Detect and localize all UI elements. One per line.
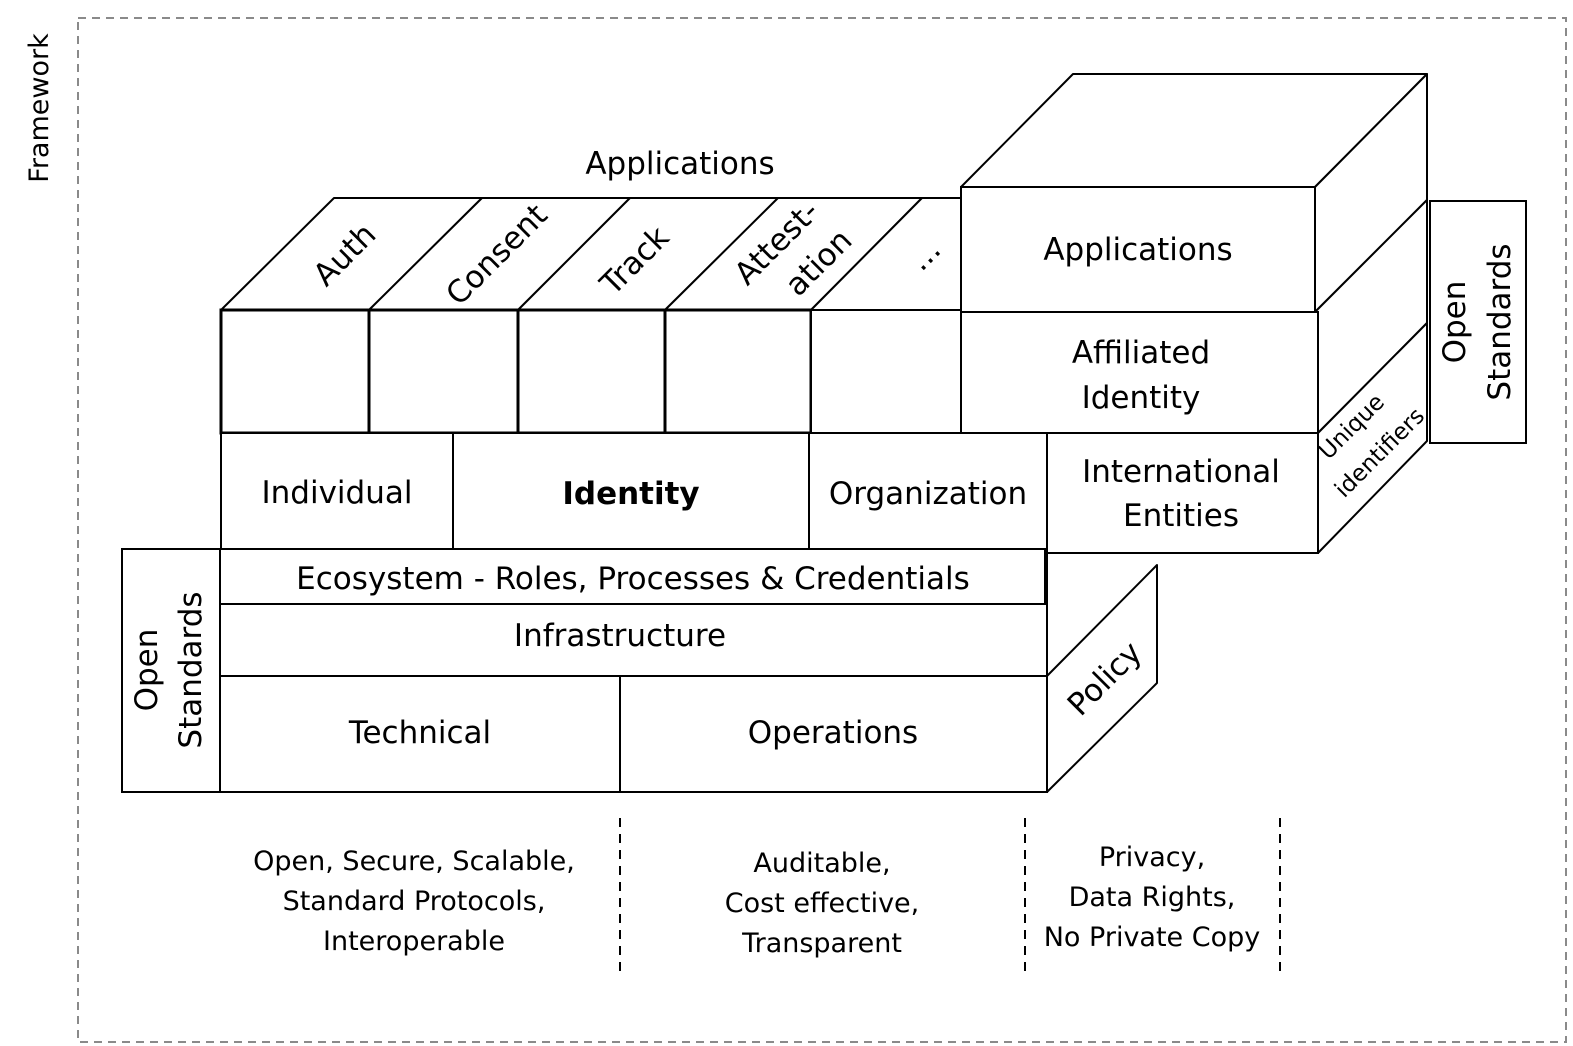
identity-row: Individual Identity Organization (220, 432, 1048, 550)
technical-caption-line2: Standard Protocols, (283, 886, 546, 917)
operations-caption-line3: Transparent (741, 928, 902, 959)
technical-caption-line3: Interoperable (323, 926, 505, 957)
right-open-standards-line2: Standards (1482, 243, 1518, 400)
identity-box (452, 432, 810, 550)
technical-box (219, 675, 621, 793)
infrastructure-label: Infrastructure (514, 618, 726, 654)
track-column-front (516, 308, 667, 435)
ecosystem-label: Ecosystem - Roles, Processes & Credentia… (296, 561, 970, 597)
operations-caption-line1: Auditable, (753, 848, 890, 879)
right-open-standards-line1: Open (1437, 281, 1473, 364)
policy-caption-line1: Privacy, (1099, 842, 1205, 873)
infrastructure-box (219, 603, 1048, 677)
base-block: Policy Ecosystem - Roles, Processes & Cr… (121, 548, 1158, 793)
left-open-standards-box (121, 548, 221, 793)
more-column-front (810, 309, 962, 434)
right-stack: Applications Affiliated Identity Interna… (960, 73, 1527, 554)
auth-column-front (219, 308, 371, 435)
left-open-standards-line2: Standards (173, 591, 209, 748)
operations-caption-line2: Cost effective, (725, 888, 920, 919)
affiliated-identity-box (960, 311, 1319, 434)
right-open-standards-box (1429, 200, 1527, 444)
organization-box (808, 432, 1048, 550)
international-entities-line2: Entities (1123, 498, 1239, 534)
captions: Open, Secure, Scalable, Standard Protoco… (253, 818, 1281, 978)
operations-box (619, 675, 1048, 793)
framework-label: Framework (24, 33, 55, 183)
affiliated-identity-line1: Affiliated (1072, 335, 1210, 371)
left-open-standards-line1: Open (129, 629, 165, 712)
identity-label: Identity (562, 476, 699, 512)
technical-caption-line1: Open, Secure, Scalable, (253, 846, 575, 877)
policy-caption-line3: No Private Copy (1044, 922, 1261, 953)
attestation-column-front (663, 308, 813, 435)
organization-label: Organization (829, 476, 1027, 512)
operations-label: Operations (748, 715, 918, 751)
applications-box (960, 186, 1316, 313)
application-columns: Auth Consent Track Attest- ation ... (219, 194, 962, 435)
individual-label: Individual (262, 475, 413, 511)
international-entities-line1: International (1082, 454, 1280, 490)
affiliated-identity-line2: Identity (1082, 380, 1201, 416)
framework-boundary (77, 17, 1567, 1043)
international-entities-box (1046, 432, 1319, 554)
applications-title: Applications (585, 146, 774, 182)
individual-box (220, 432, 454, 550)
consent-column-front (367, 308, 520, 435)
policy-caption-line2: Data Rights, (1069, 882, 1236, 913)
applications-box-label: Applications (1043, 232, 1232, 268)
technical-label: Technical (348, 715, 491, 751)
